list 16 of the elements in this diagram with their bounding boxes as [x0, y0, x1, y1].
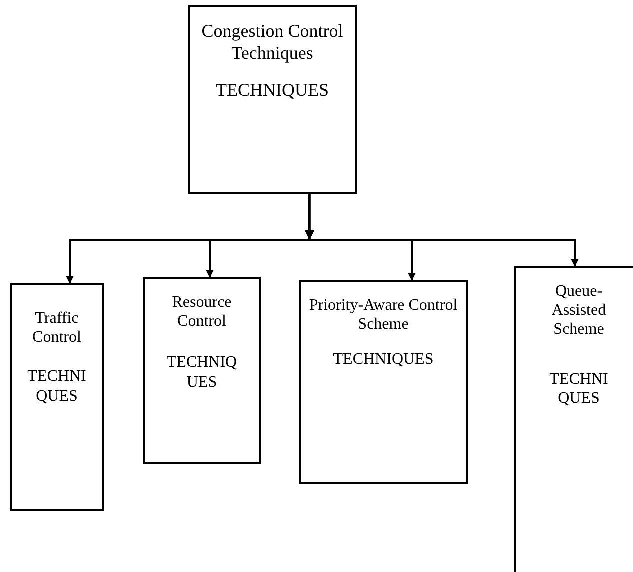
box-subtitle: TECHNIQUES	[27, 367, 87, 406]
box-subtitle: TECHNIQUES	[332, 350, 435, 370]
box-title: Traffic Control	[32, 309, 82, 348]
process-box	[143, 277, 261, 464]
box-title: Resource Control	[171, 293, 233, 332]
process-box	[188, 5, 357, 194]
process-box	[299, 280, 468, 484]
box-title: Priority-Aware Control Scheme	[308, 296, 459, 334]
box-subtitle: TECHNIQUES	[215, 80, 330, 102]
process-box	[10, 283, 104, 511]
box-title: Congestion Control Techniques	[200, 21, 344, 64]
box-title: Queue-Assisted Scheme	[550, 282, 608, 340]
box-subtitle: TECHNIQUES	[166, 353, 238, 392]
box-subtitle: TECHNIQUES	[548, 370, 610, 408]
process-box	[514, 266, 633, 572]
branch-arrow	[304, 194, 579, 267]
